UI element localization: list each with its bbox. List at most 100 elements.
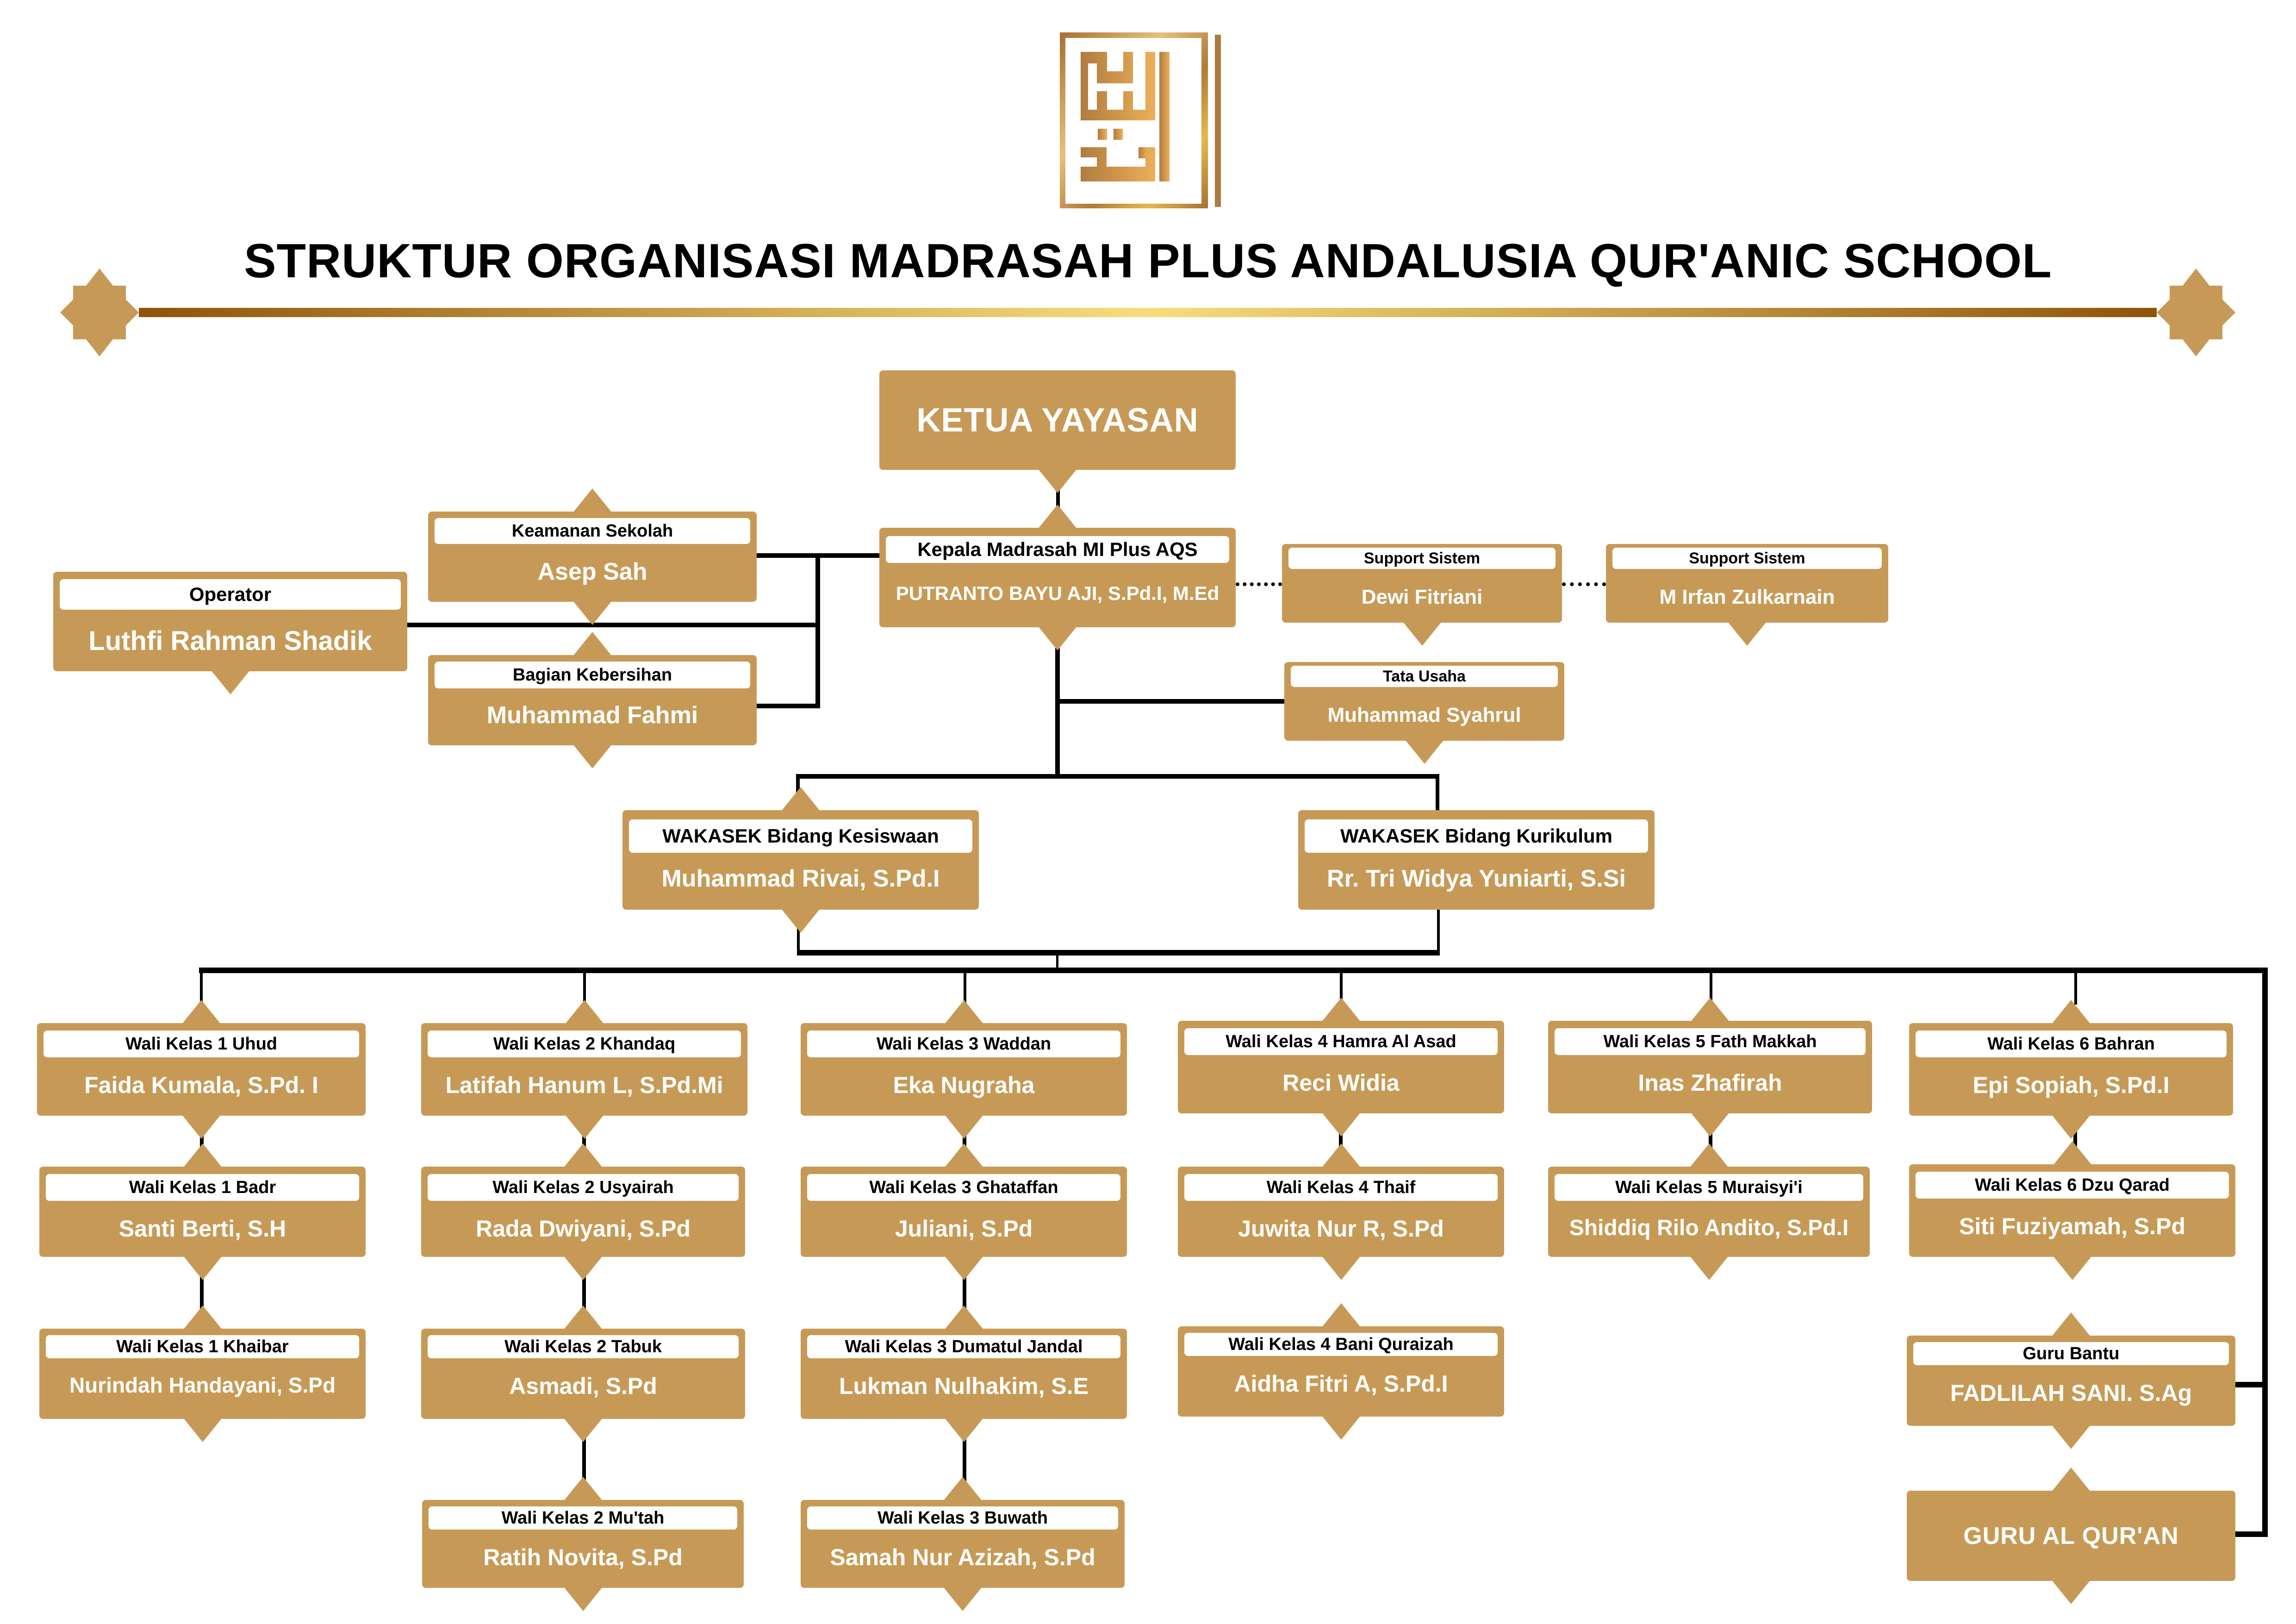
tata-usaha-node[interactable]: Tata Usaha Muhammad Syahrul — [1284, 662, 1564, 764]
kepala-madrasah-node[interactable]: Kepala Madrasah MI Plus AQS PUTRANTO BAY… — [879, 505, 1236, 650]
arrow-up-icon — [564, 1305, 603, 1330]
title-divider — [139, 308, 2157, 317]
role-label: Wali Kelas 3 Dumatul Jandal — [807, 1335, 1120, 1358]
wali-kelas-node[interactable]: Wali Kelas 3 Waddan Eka Nugraha — [801, 1000, 1127, 1139]
support-sistem-1-node[interactable]: Support Sistem Dewi Fitriani — [1282, 544, 1562, 646]
arrow-down-icon — [1691, 1112, 1730, 1137]
wali-kelas-node[interactable]: Wali Kelas 6 Bahran Epi Sopiah, S.Pd.I — [1909, 1000, 2233, 1139]
connector — [582, 1116, 586, 1167]
connector — [200, 972, 203, 1005]
arrow-down-icon — [564, 1418, 603, 1442]
wali-kelas-node[interactable]: Wali Kelas 1 Khaibar Nurindah Handayani,… — [39, 1305, 366, 1442]
arrow-down-icon — [1402, 622, 1442, 646]
role-label: Wali Kelas 6 Bahran — [1916, 1031, 2227, 1057]
wali-kelas-node[interactable]: Wali Kelas 2 Khandaq Latifah Hanum L, S.… — [421, 1000, 747, 1139]
arrow-down-icon — [2052, 1580, 2091, 1604]
role-label: Wali Kelas 4 Hamra Al Asad — [1184, 1028, 1498, 1055]
wakasek-kesiswaan-node[interactable]: WAKASEK Bidang Kesiswaan Muhammad Rivai,… — [622, 787, 979, 933]
wali-kelas-node[interactable]: Wali Kelas 4 Hamra Al Asad Reci Widia — [1178, 998, 1504, 1137]
arrow-up-icon — [1321, 1143, 1361, 1168]
arrow-down-icon — [944, 1418, 983, 1442]
right-star-ornament-icon — [2157, 269, 2235, 356]
guru-al-quran-label: GURU AL QUR'AN — [1963, 1522, 2179, 1549]
dotted-connector — [1562, 582, 1606, 586]
role-label: Wali Kelas 2 Khandaq — [428, 1031, 741, 1057]
arrow-down-icon — [183, 1418, 222, 1442]
person-name: Muhammad Fahmi — [486, 702, 698, 729]
connector — [200, 1257, 204, 1331]
arrow-up-icon — [944, 1305, 983, 1330]
arrow-down-icon — [943, 1587, 982, 1611]
person-name: Juliani, S.Pd — [895, 1216, 1033, 1242]
wali-kelas-node[interactable]: Wali Kelas 3 Buwath Samah Nur Azizah, S.… — [801, 1477, 1125, 1611]
arrow-down-icon — [2053, 1256, 2092, 1280]
wali-kelas-node[interactable]: Wali Kelas 2 Tabuk Asmadi, S.Pd — [421, 1305, 745, 1442]
keamanan-sekolah-node[interactable]: Keamanan Sekolah Asep Sah — [428, 488, 757, 625]
person-name: Eka Nugraha — [893, 1072, 1035, 1098]
role-label: Wali Kelas 6 Dzu Qarad — [1916, 1172, 2229, 1199]
arrow-up-icon — [2052, 1312, 2091, 1337]
arrow-up-icon — [781, 787, 820, 811]
wali-kelas-node[interactable]: Wali Kelas 5 Fath Makkah Inas Zhafirah — [1548, 998, 1872, 1137]
connector — [2262, 968, 2268, 1537]
role-label: Guru Bantu — [1913, 1342, 2229, 1365]
person-name: Asep Sah — [537, 558, 647, 585]
wali-kelas-node[interactable]: Wali Kelas 4 Thaif Juwita Nur R, S.Pd — [1178, 1143, 1504, 1280]
arrow-down-icon — [565, 1115, 604, 1139]
guru-al-quran-node[interactable]: GURU AL QUR'AN — [1907, 1468, 2235, 1604]
person-name: PUTRANTO BAYU AJI, S.Pd.I, M.Ed — [896, 582, 1220, 604]
connector — [1339, 1116, 1343, 1167]
person-name: Shiddiq Rilo Andito, S.Pd.I — [1569, 1216, 1849, 1240]
arrow-down-icon — [1321, 1256, 1361, 1280]
connector — [964, 972, 966, 1005]
wali-kelas-node[interactable]: Wali Kelas 1 Badr Santi Berti, S.H — [39, 1143, 366, 1280]
arrow-up-icon — [943, 1477, 982, 1501]
person-name: Latifah Hanum L, S.Pd.Mi — [445, 1072, 723, 1098]
arrow-down-icon — [573, 744, 612, 768]
ketua-yayasan-label: KETUA YAYASAN — [916, 401, 1199, 439]
connector — [407, 623, 819, 627]
person-name: Rr. Tri Widya Yuniarti, S.Si — [1327, 865, 1626, 892]
person-name: Inas Zhafirah — [1638, 1070, 1782, 1096]
arrow-up-icon — [564, 1143, 603, 1168]
arrow-up-icon — [944, 1143, 983, 1168]
arrow-up-icon — [1691, 998, 1730, 1022]
connector — [815, 553, 820, 708]
arrow-up-icon — [2052, 1468, 2091, 1492]
arrow-up-icon — [573, 632, 612, 656]
arrow-down-icon — [211, 670, 250, 694]
arrow-up-icon — [573, 488, 612, 512]
arrow-down-icon — [2052, 1425, 2091, 1449]
wali-kelas-node[interactable]: Wali Kelas 3 Dumatul Jandal Lukman Nulha… — [801, 1305, 1127, 1442]
arrow-up-icon — [1689, 1143, 1729, 1168]
wakasek-kurikulum-node[interactable]: WAKASEK Bidang Kurikulum Rr. Tri Widya Y… — [1298, 810, 1655, 910]
wali-kelas-node[interactable]: Wali Kelas 4 Bani Quraizah Aidha Fitri A… — [1178, 1303, 1504, 1440]
wali-kelas-node[interactable]: Wali Kelas 1 Uhud Faida Kumala, S.Pd. I — [37, 1000, 366, 1139]
bagian-kebersihan-node[interactable]: Bagian Kebersihan Muhammad Fahmi — [428, 632, 757, 768]
role-label: WAKASEK Bidang Kesiswaan — [629, 819, 972, 853]
wali-kelas-node[interactable]: Wali Kelas 2 Mu'tah Ratih Novita, S.Pd — [422, 1477, 744, 1611]
role-label: Wali Kelas 5 Muraisyi'i — [1555, 1174, 1863, 1201]
ketua-yayasan-node[interactable]: KETUA YAYASAN — [879, 370, 1236, 493]
wali-kelas-node[interactable]: Wali Kelas 2 Usyairah Rada Dwiyani, S.Pd — [421, 1143, 745, 1280]
guru-bantu-node[interactable]: Guru Bantu FADLILAH SANI. S.Ag — [1907, 1312, 2235, 1449]
role-label: Wali Kelas 5 Fath Makkah — [1555, 1028, 1866, 1055]
wali-kelas-node[interactable]: Wali Kelas 5 Muraisyi'i Shiddiq Rilo And… — [1548, 1143, 1870, 1280]
role-label: Support Sistem — [1288, 548, 1556, 569]
person-name: Luthfi Rahman Shadik — [88, 626, 372, 656]
wali-kelas-node[interactable]: Wali Kelas 6 Dzu Qarad Siti Fuziyamah, S… — [1909, 1141, 2235, 1280]
left-star-ornament-icon — [60, 269, 139, 356]
arrow-up-icon — [1038, 505, 1077, 529]
person-name: M Irfan Zulkarnain — [1659, 586, 1835, 608]
connector — [1055, 699, 1284, 704]
role-label: Wali Kelas 3 Buwath — [807, 1506, 1118, 1530]
person-name: Santi Berti, S.H — [118, 1216, 286, 1242]
arrow-down-icon — [2052, 1115, 2091, 1139]
role-label: Tata Usaha — [1291, 666, 1558, 687]
support-sistem-2-node[interactable]: Support Sistem M Irfan Zulkarnain — [1606, 544, 1888, 646]
operator-node[interactable]: Operator Luthfi Rahman Shadik — [53, 572, 407, 694]
person-name: Lukman Nulhakim, S.E — [839, 1373, 1089, 1399]
wali-kelas-node[interactable]: Wali Kelas 3 Ghataffan Juliani, S.Pd — [801, 1143, 1127, 1280]
connector — [583, 972, 586, 1005]
connector — [963, 1116, 966, 1167]
